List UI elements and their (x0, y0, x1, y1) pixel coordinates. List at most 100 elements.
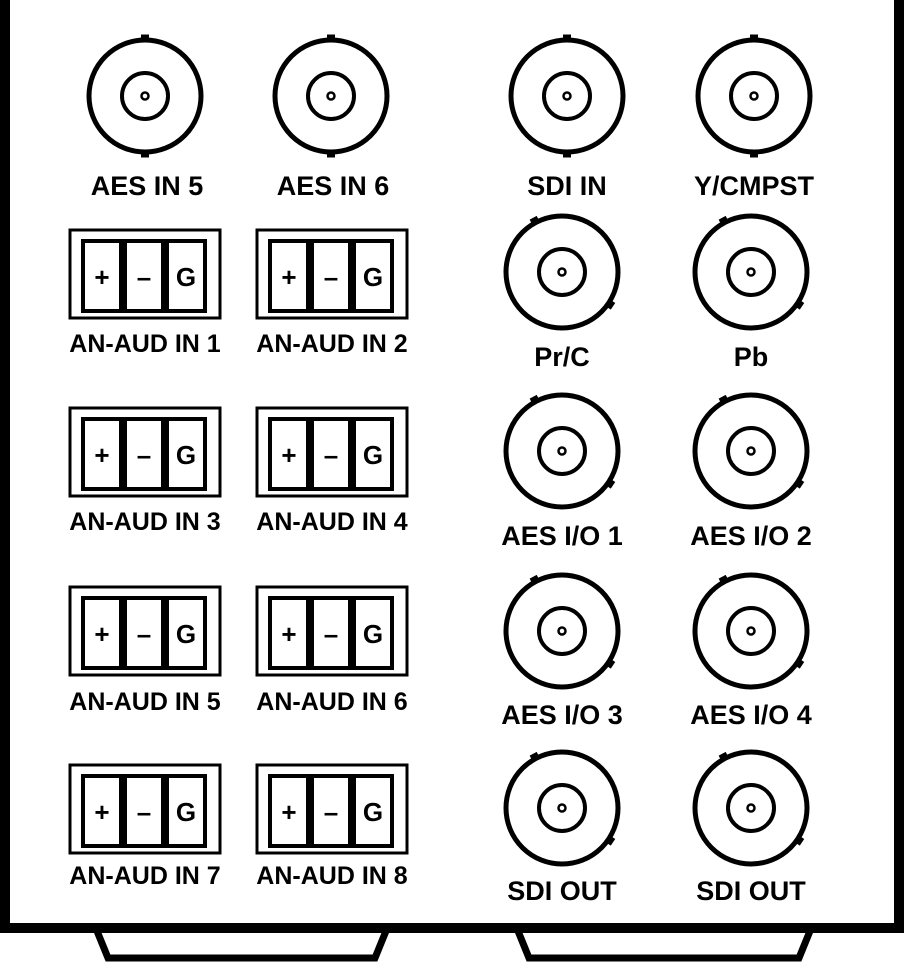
bnc-connector-12[interactable] (692, 749, 810, 867)
bnc-inner-ring (537, 606, 587, 656)
bnc-bayonet-tab (529, 394, 540, 405)
terminal-pin-label: + (281, 262, 296, 292)
bnc-center-pin (746, 446, 756, 456)
bnc-center-pin (557, 626, 567, 636)
terminal-slot (268, 774, 310, 848)
bnc-connector-label: SDI OUT (696, 876, 806, 906)
bnc-bayonet-tab (563, 34, 571, 42)
bnc-inner-ring (726, 606, 776, 656)
terminal-pin-label: G (363, 440, 383, 470)
bnc-bayonet-tab (793, 299, 805, 310)
bnc-bayonet-tab (327, 34, 335, 42)
bnc-connector-label: Pr/C (534, 342, 590, 372)
mounting-foot-left (93, 929, 390, 962)
panel-frame (0, 0, 904, 933)
bnc-inner-ring (729, 71, 779, 121)
bnc-outer-ring (86, 37, 204, 155)
audio-terminal-label: AN-AUD IN 7 (69, 862, 220, 890)
bnc-inner-ring (537, 783, 587, 833)
audio-terminal-block-5[interactable]: +–G (68, 585, 222, 677)
bnc-connector-1[interactable] (86, 34, 204, 158)
bnc-connector-4[interactable] (695, 34, 813, 158)
terminal-slot (268, 596, 310, 670)
bnc-center-pin (557, 267, 567, 277)
audio-terminal-block-2[interactable]: +–G (255, 228, 409, 320)
bnc-center-pin (557, 446, 567, 456)
bnc-bayonet-tab (563, 150, 571, 158)
terminal-slot (268, 239, 310, 313)
bnc-inner-ring (726, 426, 776, 476)
bnc-bayonet-tab (793, 835, 805, 846)
bnc-bayonet-tab (529, 751, 540, 762)
audio-terminal-block-6[interactable]: +–G (255, 585, 409, 677)
bnc-outer-ring (692, 213, 810, 331)
bnc-inner-ring (542, 71, 592, 121)
terminal-slot (81, 417, 123, 491)
terminal-pin-label: G (176, 797, 196, 827)
terminal-pin-label: + (94, 619, 109, 649)
bnc-inner-ring (537, 426, 587, 476)
bnc-bayonet-tab (529, 215, 540, 226)
terminal-slot (81, 239, 123, 313)
bnc-outer-ring (503, 749, 621, 867)
bnc-connector-label: Pb (734, 342, 769, 372)
audio-terminal-label: AN-AUD IN 4 (256, 508, 407, 536)
bnc-connector-11[interactable] (503, 749, 621, 867)
audio-terminal-block-7[interactable]: +–G (68, 763, 222, 855)
terminal-slot (165, 596, 207, 670)
bnc-outer-ring (503, 213, 621, 331)
bnc-center-pin (746, 803, 756, 813)
bnc-bayonet-tab (604, 299, 616, 310)
bnc-bayonet-tab (793, 658, 805, 669)
terminal-pin-label: G (363, 262, 383, 292)
terminal-slot (352, 596, 394, 670)
bnc-outer-ring (272, 37, 390, 155)
terminal-slot (123, 774, 165, 848)
bnc-outer-ring (692, 749, 810, 867)
bnc-center-pin (746, 626, 756, 636)
bnc-inner-ring (537, 247, 587, 297)
terminal-slot (310, 596, 352, 670)
bnc-outer-ring (695, 37, 813, 155)
bnc-connector-3[interactable] (508, 34, 626, 158)
bnc-connector-9[interactable] (503, 572, 621, 690)
bnc-connector-label: SDI OUT (507, 876, 617, 906)
audio-terminal-label: AN-AUD IN 8 (256, 862, 407, 890)
audio-terminal-block-1[interactable]: +–G (68, 228, 222, 320)
bnc-bayonet-tab (718, 394, 729, 405)
bnc-connector-10[interactable] (692, 572, 810, 690)
terminal-pin-label: – (137, 797, 151, 827)
bnc-bayonet-tab (529, 574, 540, 585)
audio-terminal-block-3[interactable]: +–G (68, 406, 222, 498)
terminal-pin-label: – (137, 440, 151, 470)
terminal-pin-label: + (94, 262, 109, 292)
bnc-connector-label: AES I/O 2 (690, 521, 812, 551)
bnc-connector-6[interactable] (692, 213, 810, 331)
bnc-outer-ring (692, 572, 810, 690)
audio-terminal-label: AN-AUD IN 1 (69, 330, 220, 358)
bnc-connector-8[interactable] (692, 392, 810, 510)
terminal-slot (310, 774, 352, 848)
terminal-slot (165, 239, 207, 313)
terminal-pin-label: + (281, 619, 296, 649)
bnc-connector-7[interactable] (503, 392, 621, 510)
terminal-slot (123, 417, 165, 491)
bnc-connector-5[interactable] (503, 213, 621, 331)
audio-terminal-block-8[interactable]: +–G (255, 763, 409, 855)
bnc-inner-ring (726, 247, 776, 297)
terminal-pin-label: G (363, 619, 383, 649)
terminal-pin-label: – (324, 262, 338, 292)
bnc-outer-ring (508, 37, 626, 155)
terminal-pin-label: + (281, 440, 296, 470)
bnc-bayonet-tab (327, 150, 335, 158)
bnc-connector-2[interactable] (272, 34, 390, 158)
terminal-pin-label: G (176, 262, 196, 292)
bnc-connector-label: AES I/O 1 (501, 521, 623, 551)
bnc-bayonet-tab (718, 751, 729, 762)
audio-terminal-block-4[interactable]: +–G (255, 406, 409, 498)
bnc-connector-label: AES IN 6 (277, 171, 390, 201)
bnc-center-pin (749, 91, 759, 101)
bnc-bayonet-tab (718, 215, 729, 226)
bnc-bayonet-tab (141, 150, 149, 158)
